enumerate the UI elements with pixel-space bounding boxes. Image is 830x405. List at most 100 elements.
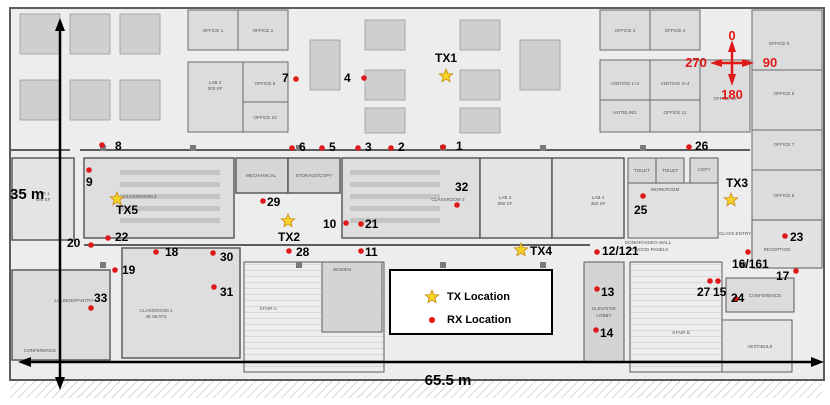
- room-workroom: [627, 182, 719, 239]
- room-label-office7: OFFICE 7: [774, 142, 795, 147]
- tx-marker-tx1: [438, 67, 454, 83]
- room-label-office6: OFFICE 6: [774, 91, 795, 96]
- room-label-ear1sf: 690 SF: [36, 197, 51, 202]
- rx-label-2: 2: [398, 140, 405, 154]
- height-label: 35 m: [10, 186, 44, 203]
- room-label-elevator: ELEVATOR: [592, 306, 616, 311]
- rx-label-31: 31: [220, 285, 234, 299]
- legend-box: [389, 269, 553, 335]
- room-hoteling: [599, 99, 651, 133]
- height-dimension: [55, 18, 65, 390]
- rx-marker-25: [640, 193, 646, 199]
- rx-label-3: 3: [365, 140, 372, 154]
- legend: [389, 269, 553, 335]
- room-label-women: WOMEN: [333, 267, 351, 272]
- room-label-visiting12: VISITING 1+2: [611, 81, 640, 86]
- rx-label-23: 23: [790, 230, 804, 244]
- rx-label-29: 29: [267, 195, 281, 209]
- rx-label-28: 28: [296, 245, 310, 259]
- rx-marker-10: [343, 220, 349, 226]
- rx-label-16-161: 16/161: [732, 257, 769, 271]
- room-label-office12: OFFICE 12: [713, 96, 737, 101]
- rx-label-25: 25: [634, 203, 648, 217]
- room-office12: [699, 59, 751, 133]
- room-label-conference1: CONFERENCE: [749, 293, 781, 298]
- rx-marker-23: [782, 233, 788, 239]
- room-label-woodpanels: W/ WOOD PANELS: [628, 247, 669, 252]
- room-office3: [599, 9, 651, 51]
- rx-marker-7: [293, 76, 299, 82]
- rx-label-8: 8: [115, 139, 122, 153]
- rx-marker-2: [388, 145, 394, 151]
- rx-marker-6: [289, 145, 295, 151]
- rx-label-9: 9: [86, 175, 93, 189]
- rx-marker-4: [361, 75, 367, 81]
- room-label-office10: OFFICE 10: [253, 115, 277, 120]
- rx-label-11: 11: [365, 245, 378, 259]
- rx-marker-9: [86, 167, 92, 173]
- room-label-lab2sf: 300 SF: [208, 86, 223, 91]
- rx-marker-21: [358, 221, 364, 227]
- room-label-hoteling: HOTELING: [613, 110, 637, 115]
- compass-west: 270: [685, 55, 707, 70]
- room-lab3: [479, 157, 553, 239]
- room-office1: [187, 9, 239, 51]
- room-lab2: [187, 61, 244, 133]
- room-vestibule: [721, 319, 793, 373]
- rx-marker-30: [210, 250, 216, 256]
- room-conference-right: [725, 277, 795, 313]
- room-label-toilet1: TOILET: [634, 168, 650, 173]
- room-label-lounge: LOUNGE/PANTRY: [55, 298, 94, 303]
- room-label-lab2: LAB 2: [209, 80, 222, 85]
- room-office7: [751, 129, 823, 171]
- room-classroom1: [121, 247, 241, 359]
- rx-marker-3: [355, 145, 361, 151]
- width-label: 65.5 m: [425, 372, 472, 389]
- room-label-workroom: WORKROOM: [651, 187, 680, 192]
- room-label-vestibule: VESTIBULE: [747, 344, 772, 349]
- room-visiting12: [599, 59, 651, 101]
- compass: [710, 40, 754, 86]
- room-label-office3: OFFICE 3: [615, 28, 636, 33]
- stair-b: [629, 261, 723, 373]
- rx-marker-8: [99, 142, 105, 148]
- room-storage: [287, 157, 341, 194]
- room-label-reception: RECEPTION: [764, 247, 791, 252]
- rx-label-30: 30: [220, 250, 234, 264]
- rx-marker-14: [593, 327, 599, 333]
- rx-marker-17: [793, 268, 799, 274]
- room-elevator: [583, 261, 625, 363]
- rx-label-4: 4: [344, 71, 351, 85]
- room-label-lab4sf: 350 SF: [591, 201, 606, 206]
- legend-rx-label: RX Location: [447, 314, 511, 326]
- rx-marker-5: [319, 145, 325, 151]
- room-office11: [649, 99, 701, 133]
- rx-label-24: 24: [731, 291, 745, 305]
- rx-marker-33: [88, 305, 94, 311]
- room-label-mechanical: MECHANICAL: [246, 173, 277, 178]
- rx-label-21: 21: [365, 217, 379, 231]
- rx-marker-16-161: [745, 249, 751, 255]
- compass-east: 90: [763, 55, 777, 70]
- room-label-ear1: EAR 1: [36, 191, 50, 196]
- rx-marker-31: [211, 284, 217, 290]
- rx-marker-29: [260, 198, 266, 204]
- rx-marker-24: [733, 296, 739, 302]
- tx-marker-tx2: [280, 212, 296, 228]
- rx-label-12-121: 12/121: [602, 244, 639, 258]
- rx-label-6: 6: [299, 140, 306, 154]
- room-label-conference2: CONFERENCE: [24, 348, 56, 353]
- rx-label-15: 15: [713, 285, 727, 299]
- tx-label-tx2: TX2: [278, 230, 300, 244]
- width-dimension: [18, 357, 824, 367]
- room-label-toilet2: TOILET: [662, 168, 678, 173]
- rx-label-14: 14: [600, 326, 614, 340]
- rx-label-20: 20: [67, 236, 81, 250]
- rx-label-22: 22: [115, 230, 129, 244]
- tx-marker-tx5: [109, 190, 125, 206]
- rx-marker-18: [153, 249, 159, 255]
- rx-marker-15: [715, 278, 721, 284]
- tx-marker-tx4: [513, 241, 529, 257]
- room-office6: [751, 69, 823, 131]
